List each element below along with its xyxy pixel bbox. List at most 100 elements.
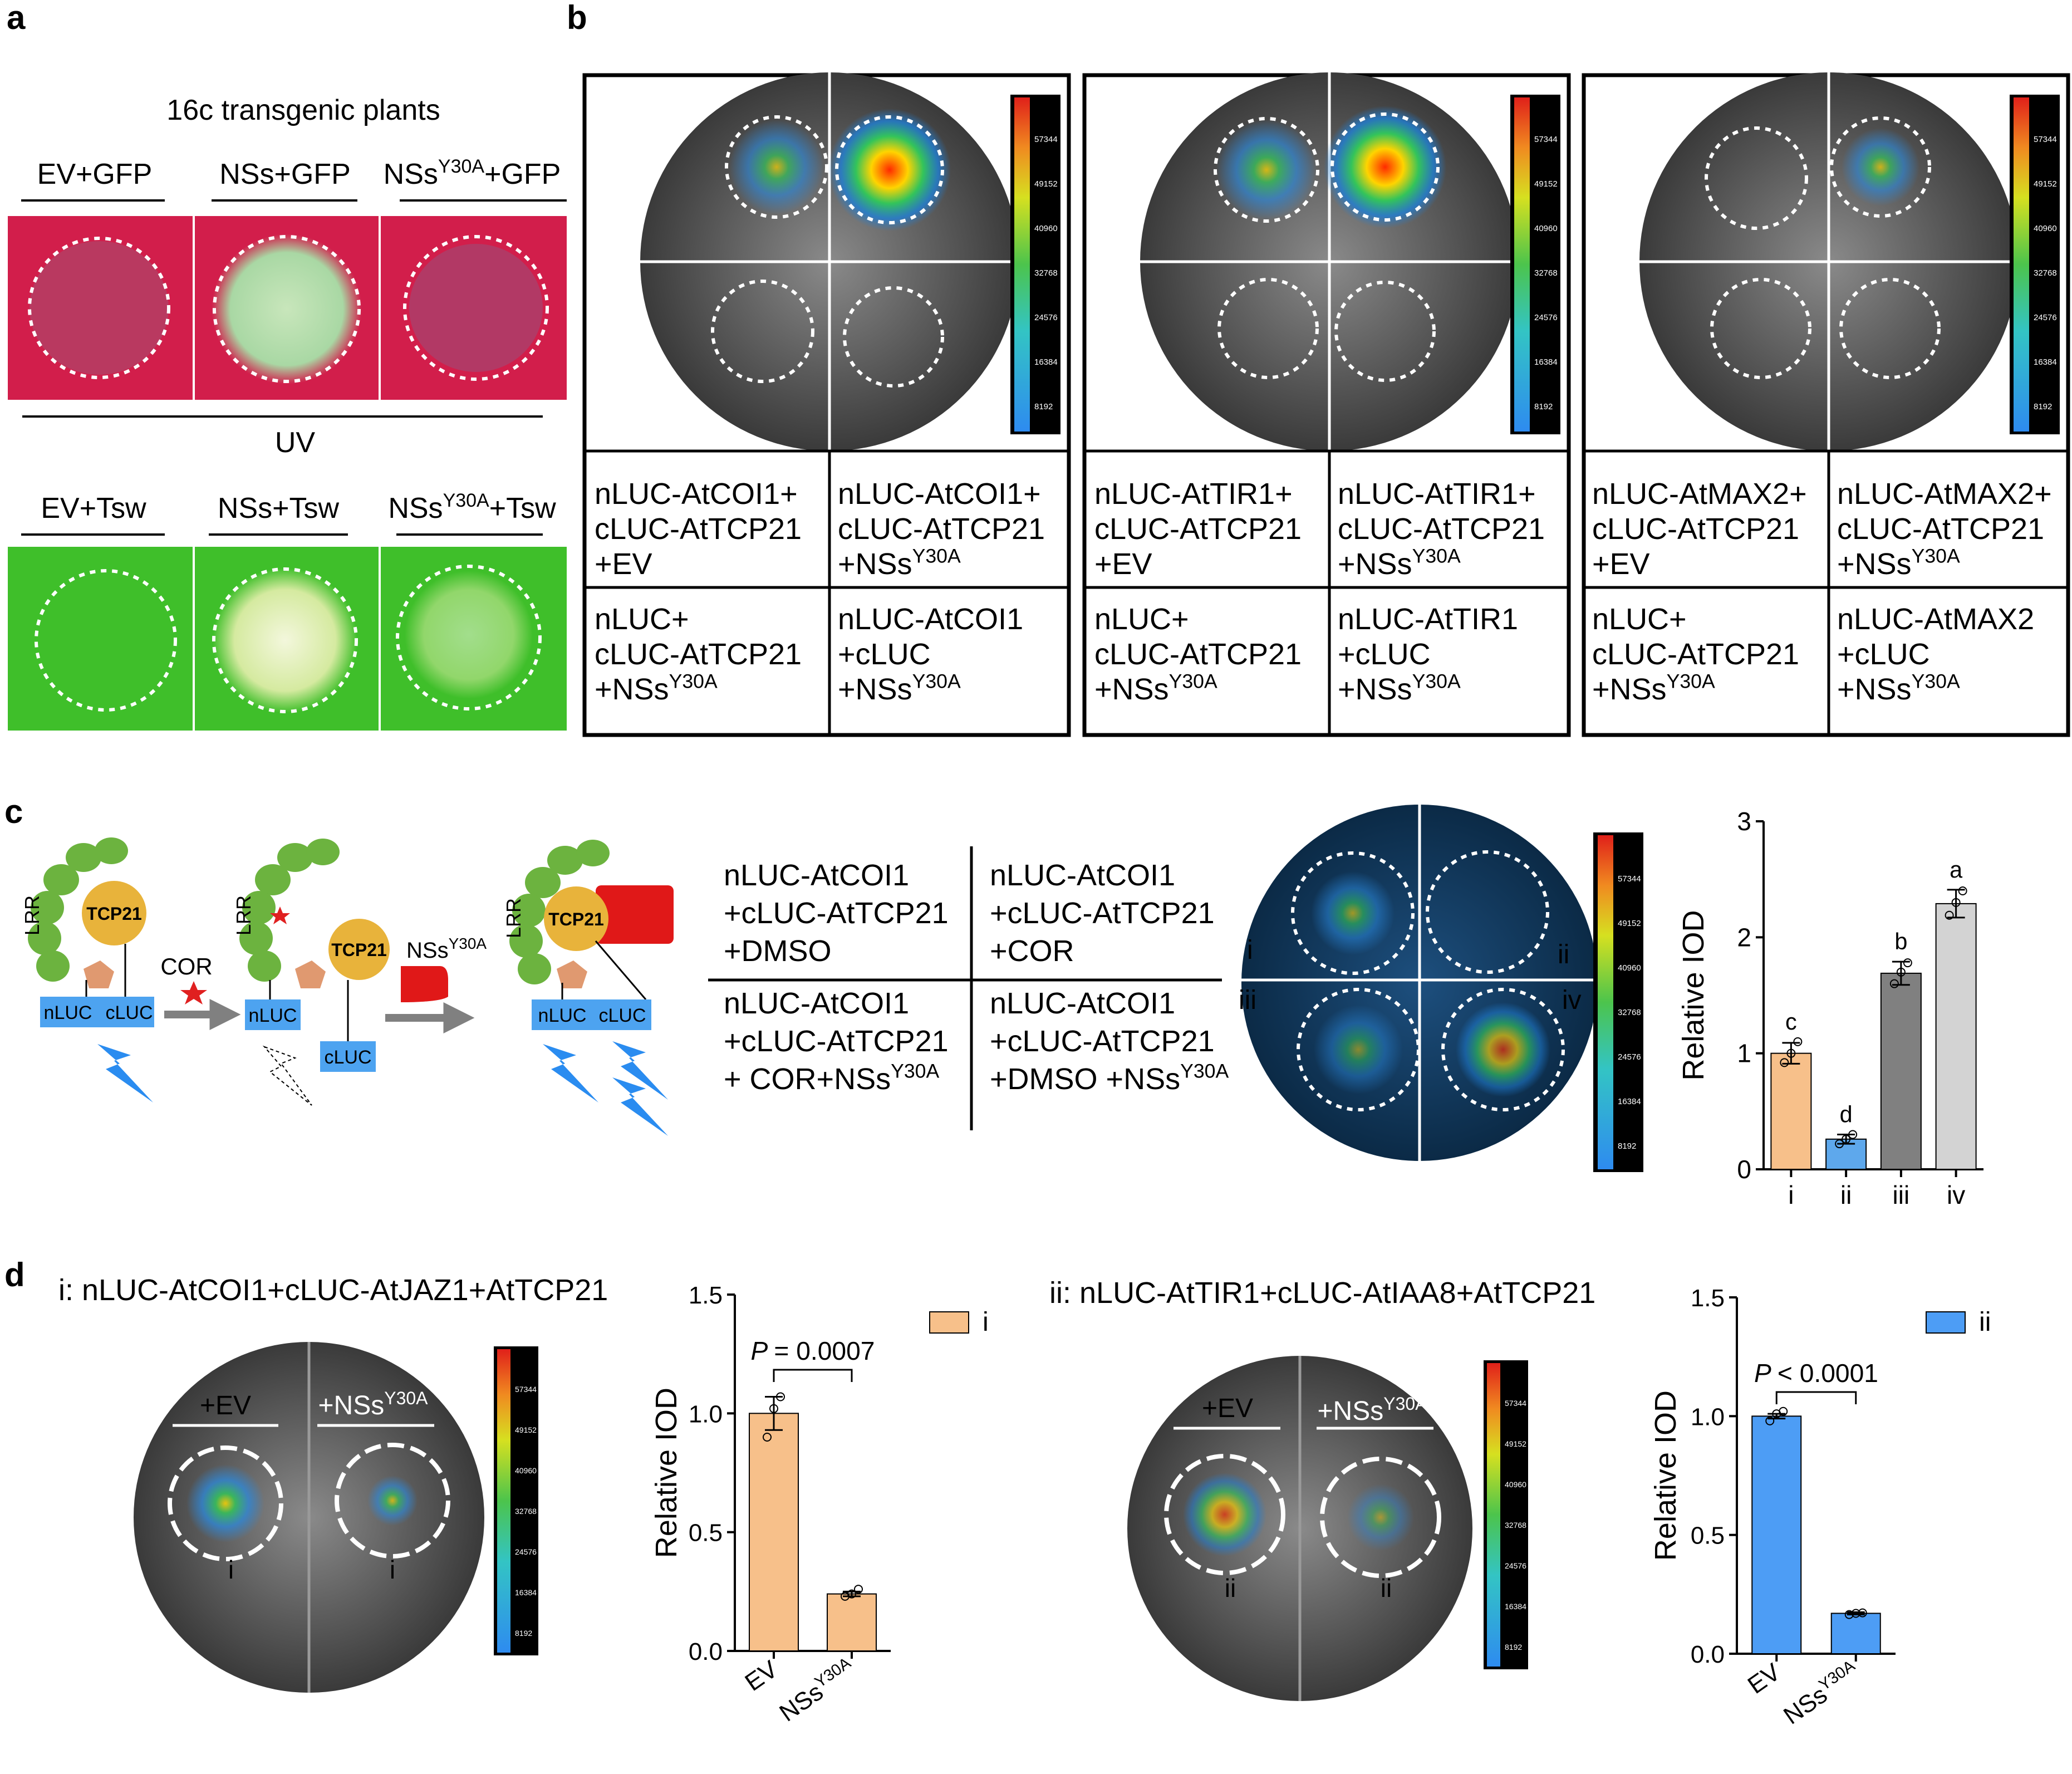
data-point xyxy=(854,1585,863,1594)
svg-text:nLUC-AtCOI1: nLUC-AtCOI1 xyxy=(990,987,1175,1020)
panel-label-d: d xyxy=(4,1256,25,1293)
svg-text:16384: 16384 xyxy=(1618,1097,1641,1106)
svg-text:i: i xyxy=(1247,935,1253,965)
c-cor-label: COR xyxy=(160,953,212,979)
svg-text:+EV: +EV xyxy=(595,547,652,581)
data-point xyxy=(1889,979,1899,988)
c-schematic-stabilized: LRR TCP21 nLUC cLUC xyxy=(502,840,674,1136)
svg-text:24576: 24576 xyxy=(2034,313,2057,322)
panel-d: i: nLUC-AtCOI1+cLUC-AtJAZ1+AtTCP21 ii: n… xyxy=(58,1273,1991,1730)
bar xyxy=(1935,903,1977,1170)
svg-text:nLUC+: nLUC+ xyxy=(1592,602,1687,636)
svg-text:+cLUC: +cLUC xyxy=(1338,638,1431,671)
a-label-ev-gfp: EV+GFP xyxy=(37,158,153,190)
panel-label-a: a xyxy=(7,0,26,36)
c-cluc-label-3: cLUC xyxy=(598,1005,646,1026)
svg-text:57344: 57344 xyxy=(1034,135,1058,144)
svg-text:nLUC-AtMAX2+: nLUC-AtMAX2+ xyxy=(1592,477,1807,511)
b-group-tir1: 57344 49152 40960 32768 24576 16384 8192… xyxy=(1082,72,1571,737)
svg-text:nLUC-AtCOI1: nLUC-AtCOI1 xyxy=(990,859,1175,892)
data-point xyxy=(1793,1037,1803,1046)
significance-letter: b xyxy=(1894,929,1907,954)
x-tick-label: iv xyxy=(1947,1180,1965,1209)
b-group-coi1-text: nLUC-AtCOI1+ cLUC-AtTCP21 +EV nLUC-AtCOI… xyxy=(595,477,1045,706)
svg-text:+EV: +EV xyxy=(1094,547,1152,581)
c-lrr-label-1: LRR xyxy=(21,895,43,935)
svg-text:cLUC-AtTCP21: cLUC-AtTCP21 xyxy=(1094,512,1302,546)
svg-text:iv: iv xyxy=(1562,986,1582,1015)
svg-text:+NSsY30A: +NSsY30A xyxy=(1094,670,1217,706)
panel-c: LRR TCP21 nLUC cLUC COR LRR n xyxy=(21,805,1983,1209)
svg-text:32768: 32768 xyxy=(2034,268,2057,278)
svg-text:49152: 49152 xyxy=(1534,179,1558,189)
svg-text:cLUC-AtTCP21: cLUC-AtTCP21 xyxy=(1592,638,1799,671)
panel-a-title: 16c transgenic plants xyxy=(166,94,440,126)
svg-text:+EV: +EV xyxy=(1202,1394,1253,1423)
svg-text:cLUC-AtTCP21: cLUC-AtTCP21 xyxy=(1338,512,1545,546)
lightning-icon xyxy=(97,1044,153,1102)
svg-text:+NSsY30A: +NSsY30A xyxy=(595,670,718,706)
svg-text:+NSsY30A: +NSsY30A xyxy=(1837,545,1960,581)
panel-label-b: b xyxy=(567,0,587,36)
svg-text:nLUC+: nLUC+ xyxy=(595,602,689,636)
svg-text:+NSsY30A: +NSsY30A xyxy=(838,670,961,706)
svg-text:nLUC-AtMAX2: nLUC-AtMAX2 xyxy=(1837,602,2034,636)
data-point xyxy=(776,1392,785,1401)
bar xyxy=(749,1413,799,1652)
bar xyxy=(1880,972,1922,1170)
c-cluc-label-1: cLUC xyxy=(105,1002,153,1023)
svg-text:49152: 49152 xyxy=(1505,1439,1526,1448)
svg-text:16384: 16384 xyxy=(1034,357,1058,367)
svg-text:16384: 16384 xyxy=(1534,357,1558,367)
y-tick-label: 2 xyxy=(1737,923,1751,952)
data-point xyxy=(1851,1609,1860,1618)
svg-text:49152: 49152 xyxy=(1034,179,1058,189)
c-nluc-label-1: nLUC xyxy=(44,1002,92,1023)
cor-star-icon xyxy=(180,981,207,1004)
c-schematic-dissociated: LRR nLUC TCP21 cLUC xyxy=(232,839,390,1106)
svg-text:24576: 24576 xyxy=(1534,313,1558,322)
y-tick-label: 0 xyxy=(1737,1155,1751,1184)
legend-label: ii xyxy=(1979,1307,1991,1337)
data-point xyxy=(1780,1058,1789,1067)
svg-text:49152: 49152 xyxy=(515,1425,537,1434)
y-tick-label: 1.0 xyxy=(689,1400,723,1428)
bar xyxy=(1830,1613,1881,1654)
svg-text:ii: ii xyxy=(1225,1574,1236,1603)
svg-text:57344: 57344 xyxy=(1534,135,1558,144)
svg-text:40960: 40960 xyxy=(1534,224,1558,233)
svg-text:32768: 32768 xyxy=(1034,268,1058,278)
svg-text:i: i xyxy=(390,1555,395,1584)
svg-text:cLUC-AtTCP21: cLUC-AtTCP21 xyxy=(838,512,1045,546)
x-tick-label: NSsY30A xyxy=(774,1654,861,1727)
c-lrr-label-2: LRR xyxy=(232,895,255,935)
svg-text:40960: 40960 xyxy=(1505,1480,1526,1489)
svg-text:nLUC-AtMAX2+: nLUC-AtMAX2+ xyxy=(1837,477,2052,511)
legend-swatch xyxy=(929,1311,969,1334)
svg-text:40960: 40960 xyxy=(1618,963,1641,973)
svg-text:cLUC-AtTCP21: cLUC-AtTCP21 xyxy=(595,512,802,546)
c-nluc-label-2: nLUC xyxy=(249,1005,297,1026)
data-point xyxy=(1842,1134,1851,1144)
data-point xyxy=(1835,1139,1844,1149)
svg-text:32768: 32768 xyxy=(515,1507,537,1516)
x-tick-label: NSsY30A xyxy=(1778,1657,1865,1729)
svg-text:16384: 16384 xyxy=(515,1588,537,1597)
y-tick-label: 0.5 xyxy=(689,1520,723,1547)
leaf-image-nssy30a-tsw xyxy=(381,547,567,731)
d-title-i: i: nLUC-AtCOI1+cLUC-AtJAZ1+AtTCP21 xyxy=(58,1273,608,1307)
y-tick-label: 1.5 xyxy=(1691,1285,1725,1312)
leaf-image-nss-tsw xyxy=(195,547,379,731)
data-point xyxy=(1896,967,1906,977)
a-label-nssy30a-gfp: NSsY30A+GFP xyxy=(384,156,561,190)
b-group-max2: 57344 49152 40960 32768 24576 16384 8192… xyxy=(1582,72,2070,737)
y-axis-label: Relative IOD xyxy=(1677,910,1710,1080)
svg-text:i: i xyxy=(228,1555,234,1584)
svg-text:cLUC-AtTCP21: cLUC-AtTCP21 xyxy=(1094,638,1302,671)
svg-text:32768: 32768 xyxy=(1505,1521,1526,1530)
bar xyxy=(1751,1415,1802,1654)
svg-text:cLUC-AtTCP21: cLUC-AtTCP21 xyxy=(1837,512,2044,546)
svg-text:nLUC-AtTIR1+: nLUC-AtTIR1+ xyxy=(1338,477,1536,511)
svg-text:nLUC-AtCOI1+: nLUC-AtCOI1+ xyxy=(595,477,798,511)
